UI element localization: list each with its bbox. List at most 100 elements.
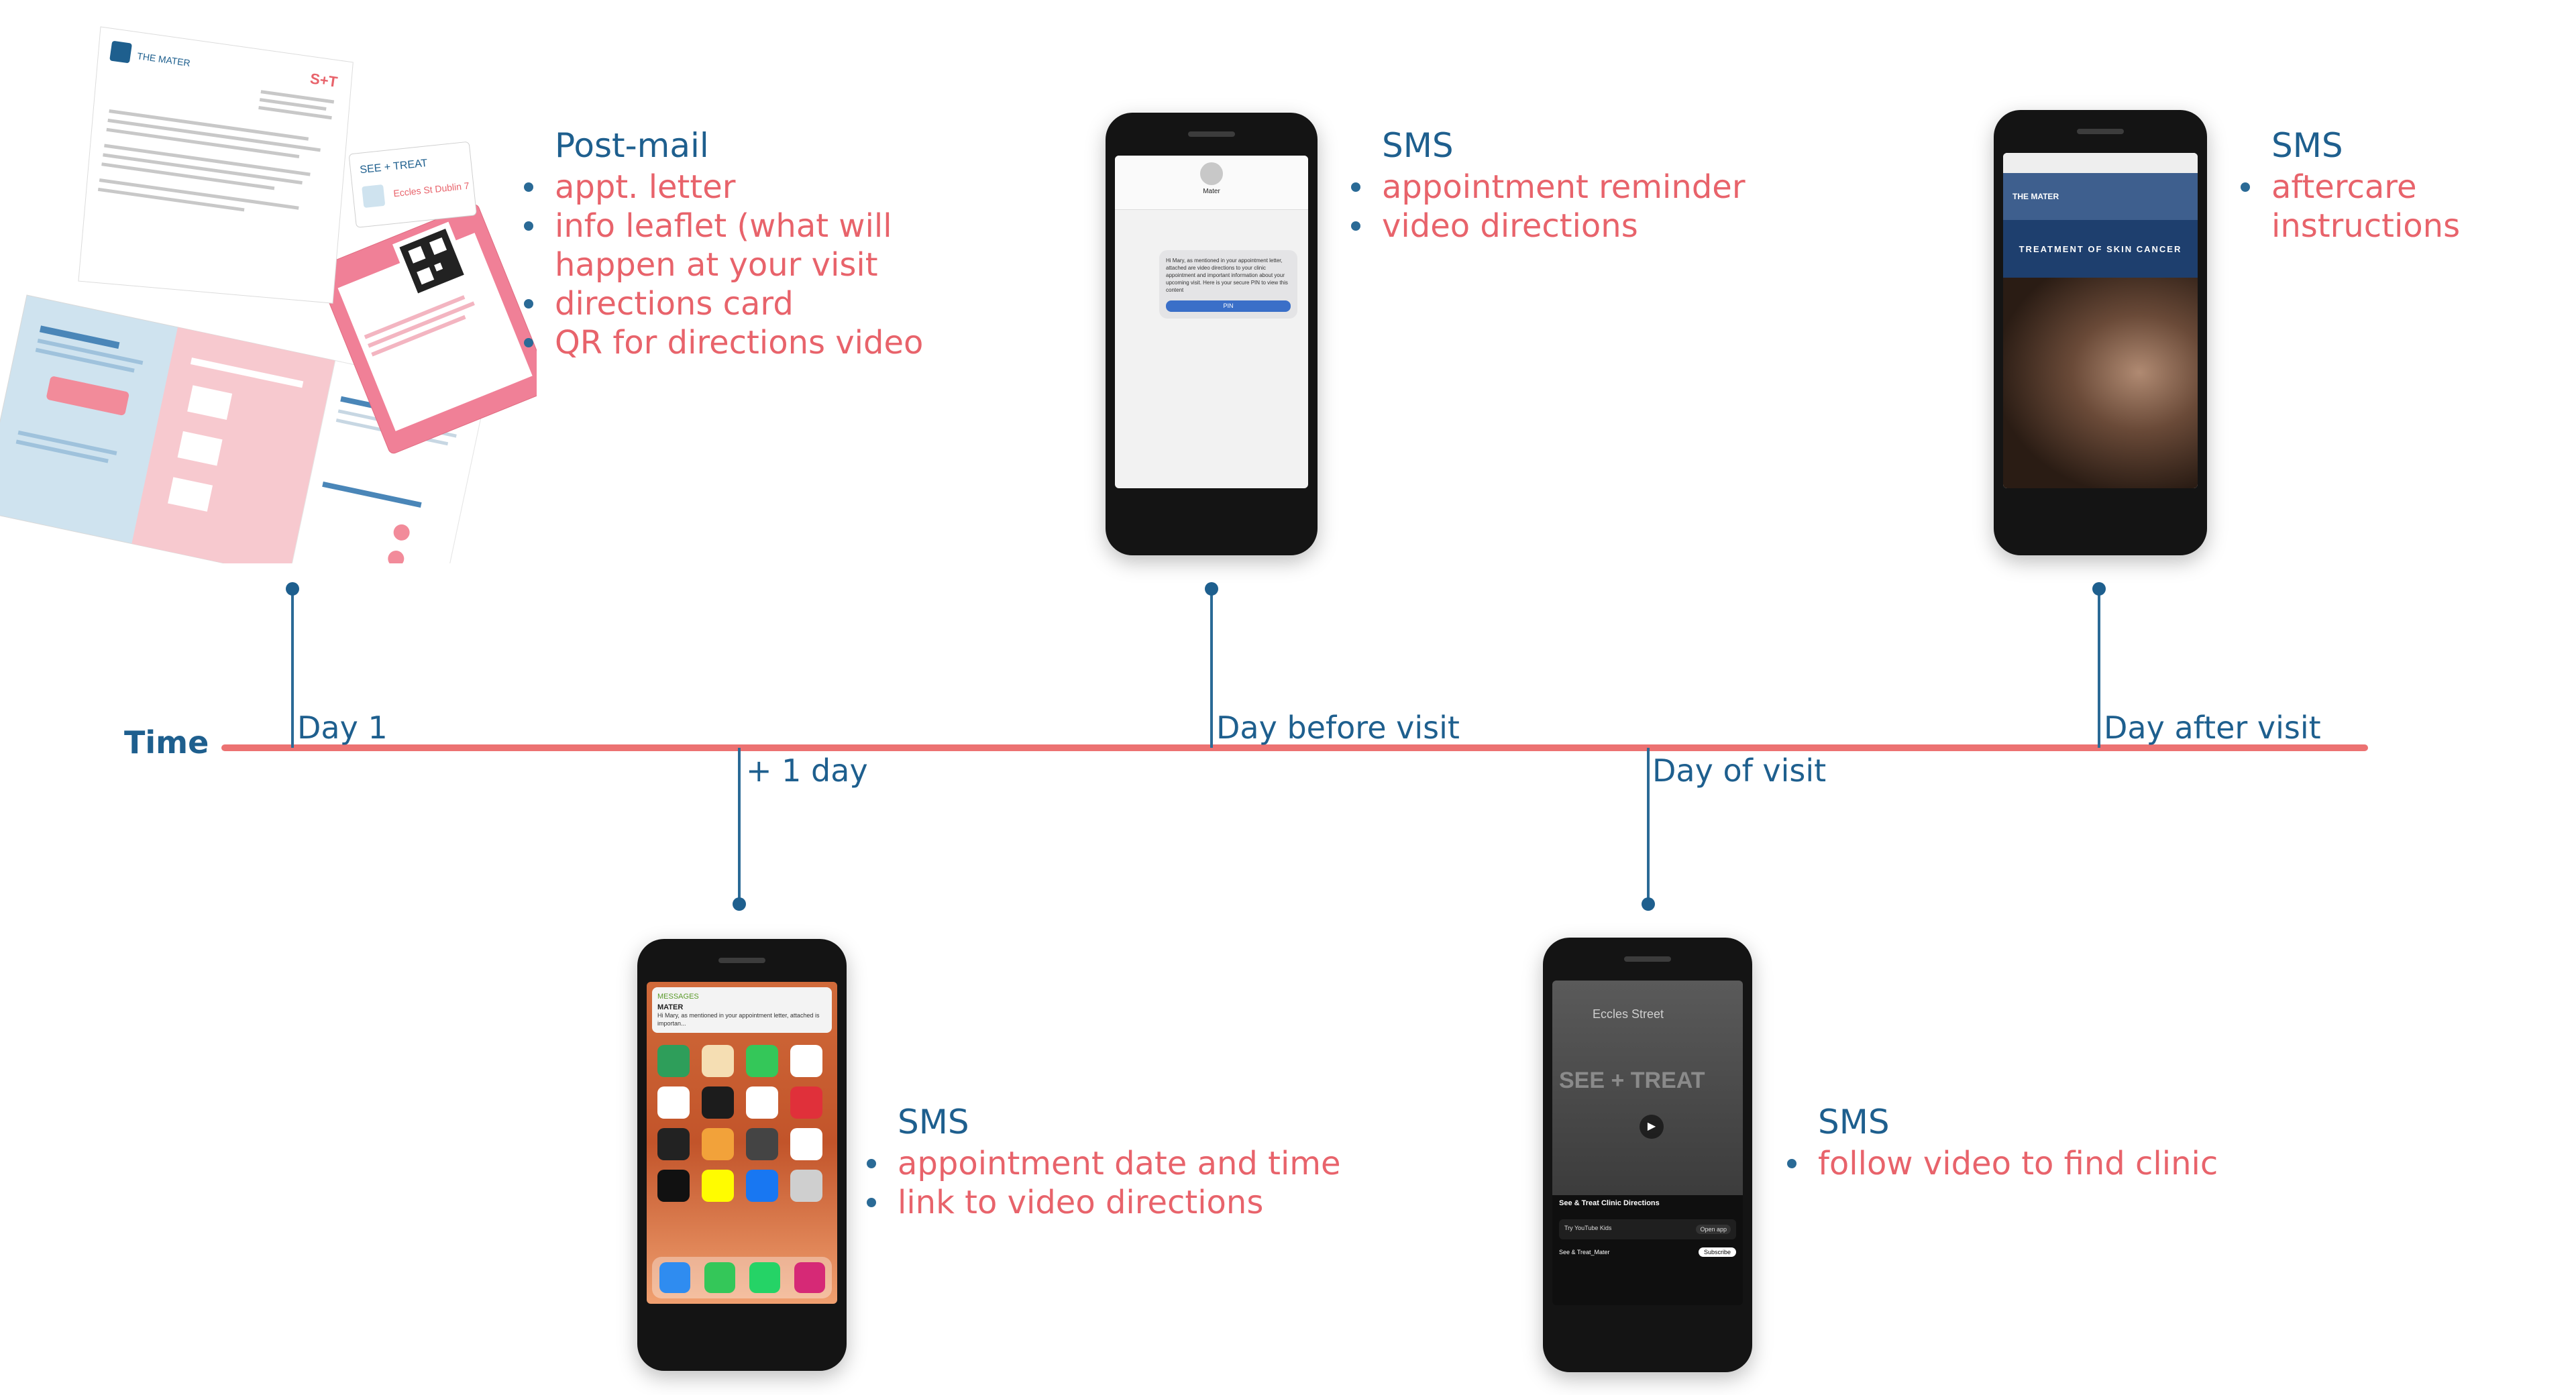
stage-sms-day-after: SMS aftercare instructions <box>2237 126 2576 245</box>
pin-button[interactable]: PIN <box>1166 300 1291 312</box>
whatsapp-icon[interactable] <box>749 1262 780 1293</box>
phone-speaker <box>1624 956 1671 962</box>
app-icon[interactable] <box>790 1128 822 1160</box>
item-list: appointment date and time link to video … <box>863 1144 1341 1222</box>
stage-sms-plus1: SMS appointment date and time link to vi… <box>863 1103 1341 1222</box>
stage-postmail: Post-mail appt. letter info leaflet (wha… <box>520 126 936 362</box>
list-item: directions card <box>520 284 936 323</box>
connector-dot-plus1 <box>733 897 746 911</box>
video-screen: Eccles Street SEE + TREAT ▶ See & Treat … <box>1552 981 1743 1305</box>
subscribe-button[interactable]: Subscribe <box>1698 1247 1736 1257</box>
phone-day-of: Eccles Street SEE + TREAT ▶ See & Treat … <box>1543 938 1752 1372</box>
phone-day-before: Mater Hi Mary, as mentioned in your appo… <box>1106 113 1318 555</box>
channel-label: SMS <box>1818 1103 1890 1141</box>
promo-row: Try YouTube Kids Open app <box>1559 1219 1736 1239</box>
app-icon[interactable] <box>657 1170 690 1202</box>
notification-sender: MATER <box>657 1003 684 1011</box>
video-overlay-text: Eccles Street <box>1593 1007 1664 1021</box>
list-item: appointment date and time <box>863 1144 1341 1183</box>
svg-text:S+T: S+T <box>309 70 339 91</box>
phone-speaker <box>718 958 765 963</box>
app-icon[interactable] <box>790 1045 822 1077</box>
item-list: follow video to find clinic <box>1783 1144 2218 1183</box>
channel-name: See & Treat_Mater <box>1559 1249 1610 1256</box>
directions-card: SEE + TREAT Eccles St Dublin 7 <box>349 142 477 228</box>
notification-app: MESSAGES <box>657 993 699 1001</box>
list-item: link to video directions <box>863 1183 1341 1222</box>
app-icon[interactable] <box>746 1128 778 1160</box>
connector-dot-day-before <box>1205 582 1218 596</box>
app-icon[interactable] <box>746 1086 778 1119</box>
contact-avatar <box>1200 162 1223 185</box>
title-band: TREATMENT OF SKIN CANCER <box>2003 220 2198 278</box>
app-icon[interactable] <box>702 1170 734 1202</box>
site-brand: THE MATER <box>2012 192 2059 201</box>
channel-label: Post-mail <box>555 126 709 165</box>
connector-dot-day1 <box>286 582 299 596</box>
app-icon[interactable] <box>702 1086 734 1119</box>
app-icon[interactable] <box>702 1045 734 1077</box>
page-title: TREATMENT OF SKIN CANCER <box>2019 243 2182 254</box>
app-icon[interactable] <box>790 1086 822 1119</box>
connector-plus1 <box>738 748 741 905</box>
sms-text: Hi Mary, as mentioned in your appointmen… <box>1166 258 1288 293</box>
tick-day-of: Day of visit <box>1652 752 1827 789</box>
nav-bar <box>1106 520 1318 530</box>
app-icon[interactable] <box>657 1128 690 1160</box>
channel-label: SMS <box>1382 126 1454 165</box>
app-icon[interactable] <box>746 1045 778 1077</box>
video-player[interactable]: Eccles Street SEE + TREAT ▶ <box>1552 981 1743 1195</box>
tick-day-after: Day after visit <box>2104 710 2321 746</box>
connector-dot-day-after <box>2092 582 2106 596</box>
qr-card <box>316 204 537 454</box>
tick-day-before: Day before visit <box>1216 710 1460 746</box>
list-item: follow video to find clinic <box>1783 1144 2218 1183</box>
phone-speaker <box>2077 129 2124 134</box>
item-list: appt. letter info leaflet (what will hap… <box>520 168 936 362</box>
stage-sms-day-before: SMS appointment reminder video direction… <box>1347 126 1746 245</box>
connector-day1 <box>291 590 294 748</box>
channel-label: SMS <box>898 1103 969 1141</box>
sms-bubble: Hi Mary, as mentioned in your appointmen… <box>1159 250 1297 319</box>
messages-icon[interactable] <box>704 1262 735 1293</box>
open-app-button[interactable]: Open app <box>1696 1225 1731 1234</box>
play-icon[interactable]: ▶ <box>1640 1115 1664 1139</box>
phone-speaker <box>1188 131 1235 137</box>
item-list: appointment reminder video directions <box>1347 168 1746 245</box>
notification-body: Hi Mary, as mentioned in your appointmen… <box>657 1012 820 1027</box>
dock <box>652 1257 832 1298</box>
sms-screen: Mater Hi Mary, as mentioned in your appo… <box>1115 156 1308 488</box>
postmail-illustration: THE MATER S+T SEE + TREAT Eccles St Dubl… <box>0 26 537 563</box>
list-item: video directions <box>1347 207 1746 245</box>
site-header: THE MATER <box>2003 173 2198 220</box>
stage-sms-day-of: SMS follow video to find clinic <box>1783 1103 2218 1183</box>
list-item: appt. letter <box>520 168 936 207</box>
portrait-image <box>2003 278 2198 488</box>
app-icon[interactable] <box>657 1086 690 1119</box>
lock-notification[interactable]: MESSAGES MATER Hi Mary, as mentioned in … <box>652 987 832 1033</box>
aftercare-screen: THE MATER TREATMENT OF SKIN CANCER <box>2003 153 2198 488</box>
appt-letter: THE MATER S+T <box>78 26 354 304</box>
app-grid <box>647 1038 837 1209</box>
list-item: aftercare instructions <box>2237 168 2576 245</box>
list-item: info leaflet (what will happen at your v… <box>520 207 936 284</box>
timeline-axis <box>221 744 2368 751</box>
safari-icon[interactable] <box>659 1262 690 1293</box>
time-axis-label: Time <box>124 724 209 761</box>
app-icon[interactable] <box>657 1045 690 1077</box>
promo-text: Try YouTube Kids <box>1564 1225 1612 1231</box>
app-icon[interactable] <box>702 1128 734 1160</box>
connector-day-of <box>1647 748 1650 905</box>
channel-row: See & Treat_Mater Subscribe <box>1559 1247 1736 1257</box>
connector-day-before <box>1210 590 1213 748</box>
browser-bar <box>2003 153 2198 173</box>
app-icon[interactable] <box>746 1170 778 1202</box>
sms-header: Mater <box>1115 156 1308 210</box>
connector-day-after <box>2098 590 2100 748</box>
video-overlay-brand: SEE + TREAT <box>1559 1068 1705 1093</box>
instagram-icon[interactable] <box>794 1262 825 1293</box>
app-icon[interactable] <box>790 1170 822 1202</box>
tick-day1: Day 1 <box>297 710 388 746</box>
list-item: QR for directions video <box>520 323 936 362</box>
video-title: See & Treat Clinic Directions <box>1559 1199 1660 1207</box>
